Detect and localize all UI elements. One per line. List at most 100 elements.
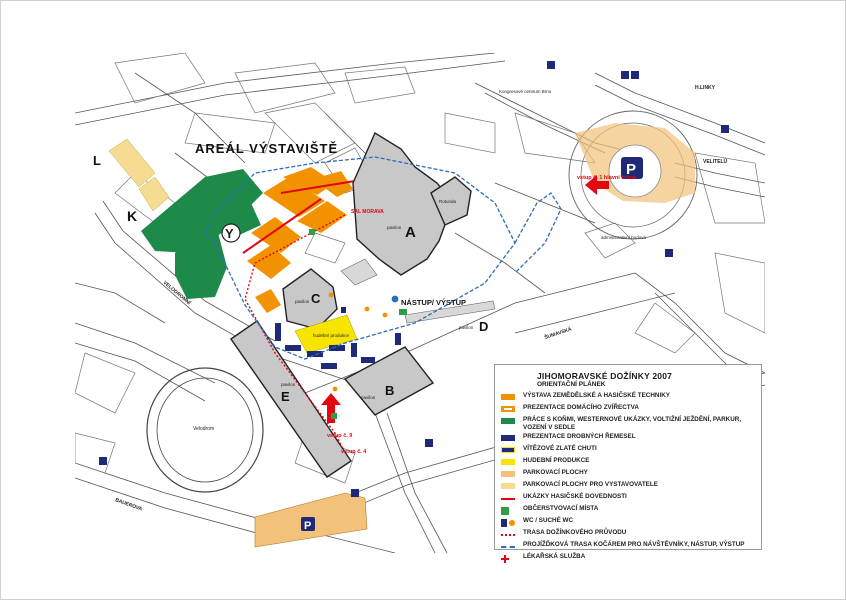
legend-item: WC / SUCHÉ WC — [501, 517, 755, 528]
legend-item: OBČERSTVOVACÍ MÍSTA — [501, 505, 755, 516]
legend-swatch-dot-red — [501, 534, 515, 536]
wc-markers — [328, 292, 388, 392]
kongresove-centrum-label: Kongresové centrum Brno — [499, 89, 552, 94]
fire-demo-line-2 — [280, 180, 356, 194]
street-sumavska: ŠUMAVSKÁ — [543, 324, 573, 340]
parking-area-l2 — [138, 176, 170, 212]
legend-label: PREZENTACE DROBNÝCH ŘEMESEL — [523, 433, 636, 440]
pavilion-c-label: pavilon — [295, 299, 310, 304]
legend-item: UKÁZKY HASIČSKÉ DOVEDNOSTI — [501, 493, 755, 504]
legend-item: PREZENTACE DOMÁCÍHO ZVÍŘECTVA — [501, 404, 755, 415]
bottom-parking: P — [254, 492, 368, 548]
legend-swatch-orange — [501, 394, 515, 400]
craft-stands — [275, 323, 401, 369]
entrance-arrow-4-icon — [321, 393, 341, 423]
map-canvas: Velodrom P P — [75, 53, 765, 553]
pavilion-e-shape — [230, 320, 352, 478]
legend-title: JIHOMORAVSKÉ DOŽÍNKY 2007 — [537, 371, 673, 381]
rotunda-shape — [430, 176, 472, 226]
map-title: AREÁL VÝSTAVIŠTĚ — [195, 141, 338, 156]
map-legend: JIHOMORAVSKÉ DOŽÍNKY 2007 ORIENTAČNÍ PLÁ… — [494, 364, 762, 563]
legend-label: PARKOVACÍ PLOCHY — [523, 469, 588, 476]
area-letter-d: D — [479, 319, 488, 334]
legend-label: PREZENTACE DOMÁCÍHO ZVÍŘECTVA — [523, 404, 639, 411]
legend-swatch-med — [501, 555, 509, 563]
area-letter-b: B — [385, 383, 394, 398]
area-letter-l: L — [93, 153, 101, 168]
legend-swatch-gold — [501, 447, 515, 453]
area-letter-e: E — [281, 389, 290, 404]
pavilion-b-shape — [343, 346, 435, 416]
small-labels: pavilon Rotunda pavilon pavilon pavilon … — [281, 89, 647, 400]
fire-demo-line-1 — [242, 198, 322, 254]
parking-area-l — [108, 138, 156, 188]
legend-item: VÍTĚZOVÉ ZLATÉ CHUTI — [501, 445, 755, 456]
pavilion-d-shape — [404, 300, 496, 324]
pavilion-b-label: pavilon — [361, 395, 376, 400]
legend-swatch-navy — [501, 435, 515, 441]
legend-swatch-zoo — [501, 406, 515, 412]
pavilions — [230, 131, 472, 478]
legend-label: TRASA DOŽÍNKOVÉHO PRŮVODU — [523, 529, 627, 536]
legend-swatch-dash-blue — [501, 546, 515, 548]
velodrom-label: Velodrom — [193, 426, 214, 432]
area-letter-a: A — [405, 224, 416, 241]
legend-item: PRÁCE S KOŇMI, WESTERNOVÉ UKÁZKY, VOLTIŽ… — [501, 416, 755, 432]
parking-letter-main: P — [626, 161, 636, 178]
legend-item: TRASA DOŽÍNKOVÉHO PRŮVODU — [501, 529, 755, 540]
legend-label: WC / SUCHÉ WC — [523, 517, 574, 524]
pavilion-c-shape — [282, 268, 338, 330]
legend-label: VÝSTAVA ZEMĚDĚLSKÉ A HASIČSKÉ TECHNIKY — [523, 392, 670, 399]
pavilion-e-label: pavilon — [281, 382, 296, 387]
legend-label: UKÁZKY HASIČSKÉ DOVEDNOSTI — [523, 493, 627, 500]
legend-swatch-green — [501, 418, 515, 424]
legend-swatch-food — [501, 507, 509, 515]
food-stands — [309, 229, 407, 419]
connector-shape — [340, 258, 378, 286]
legend-label: PARKOVACÍ PLOCHY PRO VYSTAVOVATELE — [523, 481, 658, 488]
legend-swatch-yellow — [501, 459, 515, 465]
legend-swatch-wc — [501, 519, 515, 527]
parking-sign-icon — [621, 157, 643, 179]
svg-text:Y: Y — [225, 226, 234, 241]
administrativni-budova-label: administrativní budova — [601, 235, 647, 240]
area-letter-c: C — [311, 291, 321, 306]
legend-swatch-light_sand — [501, 483, 515, 489]
legend-item: PREZENTACE DROBNÝCH ŘEMESEL — [501, 433, 755, 444]
legend-label: PRÁCE S KOŇMI, WESTERNOVÉ UKÁZKY, VOLTIŽ… — [523, 416, 742, 431]
carriage-stop-icon — [391, 295, 399, 303]
stage-label: hudební produkce — [313, 333, 350, 338]
carriage-stop-label: NÁSTUP/ VÝSTUP — [401, 298, 466, 307]
area-letter-k: K — [127, 208, 137, 224]
street-velitelu: VELITELŮ — [703, 157, 728, 165]
entrance-4-label: vstup č. 4 — [341, 449, 367, 455]
legend-label: HUDEBNÍ PRODUKCE — [523, 457, 590, 464]
carriage-route — [204, 156, 516, 360]
legend-label: LÉKAŘSKÁ SLUŽBA — [523, 553, 586, 560]
legend-label: VÍTĚZOVÉ ZLATÉ CHUTI — [523, 445, 597, 452]
carriage-route-loop — [514, 192, 562, 274]
legend-item: PARKOVACÍ PLOCHY — [501, 469, 755, 480]
legend-swatch-sand — [501, 471, 515, 477]
legend-items: VÝSTAVA ZEMĚDĚLSKÉ A HASIČSKÉ TECHNIKY PR… — [501, 392, 755, 564]
legend-subtitle: ORIENTAČNÍ PLÁNEK — [537, 381, 606, 388]
legend-item: PARKOVACÍ PLOCHY PRO VYSTAVOVATELE — [501, 481, 755, 492]
legend-item: PROJÍŽĎKOVÁ TRASA KOČÁREM PRO NÁVŠTĚVNÍK… — [501, 541, 755, 552]
pavilion-a-label: pavilon — [387, 225, 402, 230]
legend-item: HUDEBNÍ PRODUKCE — [501, 457, 755, 468]
velodrom: Velodrom — [146, 367, 264, 493]
parking-letter-bottom: P — [304, 520, 311, 532]
street-hlinky: H.LINKY — [695, 85, 716, 91]
legend-label: OBČERSTVOVACÍ MÍSTA — [523, 505, 599, 512]
legend-swatch-line-red — [501, 498, 515, 500]
site-map: Velodrom P P — [75, 53, 765, 553]
parking-sign-icon — [301, 517, 315, 531]
main-entrance-label: vstup č. 1 hlavní brána — [577, 175, 637, 181]
rotunda-label: Rotunda — [439, 199, 457, 204]
transit-signs — [99, 61, 729, 497]
y-circle-icon: Y — [221, 223, 241, 243]
legend-item: LÉKAŘSKÁ SLUŽBA — [501, 553, 755, 564]
sal-morava-label: SAL MORAVA — [351, 209, 384, 215]
legend-item: VÝSTAVA ZEMĚDĚLSKÉ A HASIČSKÉ TECHNIKY — [501, 392, 755, 403]
